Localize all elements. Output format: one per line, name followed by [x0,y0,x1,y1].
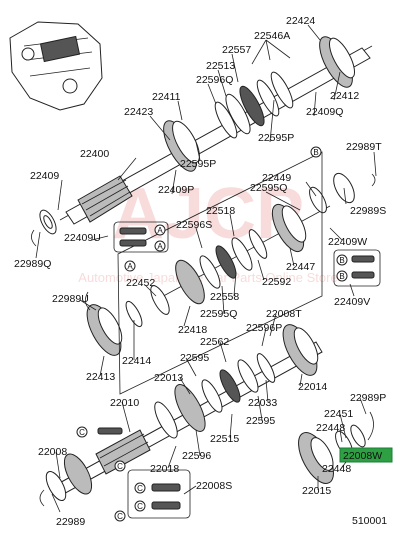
label-22595: 22595 [180,352,209,364]
label-22008: 22008 [38,446,67,458]
marker-a-3: A [127,262,133,271]
label-22400: 22400 [80,148,109,160]
label-22414: 22414 [122,355,151,367]
main-shaft-assembly [39,36,373,235]
marker-c-2: C [137,484,143,493]
marker-b-1: B [313,148,318,157]
gear-22008 [45,453,93,502]
gear-22447 [271,203,307,253]
label-22018: 22018 [150,463,179,475]
marker-b-3: B [339,272,344,281]
label-22546a: 22546A [254,30,290,42]
middle-shaft-assembly [86,172,355,356]
label-22989: 22989 [56,516,85,528]
bearing-22409-left [39,209,57,235]
label-22989u: 22989U [52,293,89,305]
input-shaft-gear-22400 [77,175,133,223]
label-22409v: 22409V [334,296,370,308]
marker-b-2: B [339,256,344,265]
marker-c-1: C [79,428,85,437]
label-22448: 22448 [316,422,345,434]
label-22513: 22513 [206,60,235,72]
label-22451: 22451 [324,408,353,420]
label-22452: 22452 [126,277,155,289]
label-22596p: 22596P [246,322,282,334]
label-22409p: 22409P [158,184,194,196]
label-22014: 22014 [298,381,327,393]
label-22595p-b: 22595P [180,158,216,170]
exploded-view-boxes [117,151,323,395]
label-22409w: 22409W [328,236,367,248]
label-22409q: 22409Q [306,106,343,118]
label-22989q: 22989Q [14,258,51,270]
marker-group-a: A A A [113,221,169,272]
label-22595q: 22595Q [250,182,287,194]
label-22515: 22515 [210,433,239,445]
part-labels: 22424 22546A 22557 22513 22596Q 22411 22… [14,15,387,528]
label-22989s: 22989S [350,205,386,217]
label-22557: 22557 [222,44,251,56]
label-22449: 22449 [262,172,291,184]
synchro-rings-upper [214,71,294,139]
gear-22412 [319,36,356,88]
label-22562: 22562 [200,336,229,348]
label-22418: 22418 [178,324,207,336]
marker-c-4: C [117,462,123,471]
leader-lines [35,24,377,513]
label-22033: 22033 [248,397,277,409]
label-22423: 22423 [124,106,153,118]
marker-group-b: B B B [310,146,381,287]
label-22592: 22592 [262,276,291,288]
label-22518: 22518 [206,205,235,217]
label-22008s: 22008S [196,480,232,492]
gear-22411 [163,120,200,172]
marker-a-2: A [157,242,163,251]
snap-rings [31,173,376,507]
label-22013: 22013 [154,372,183,384]
gear-22014 [282,324,319,376]
label-22595p: 22595P [258,132,294,144]
label-22447: 22447 [286,261,315,273]
transmission-case-thumbnail [9,21,103,111]
label-22409u: 22409U [64,232,101,244]
label-22596q: 22596Q [196,74,233,86]
diagram-code: 510001 [352,515,387,527]
label-22411: 22411 [152,91,181,103]
label-22424: 22424 [286,15,315,27]
label-22413: 22413 [86,371,115,383]
label-22558: 22558 [210,291,239,303]
countershaft-assembly [45,324,366,502]
label-22412: 22412 [330,90,359,102]
label-22008t: 22008T [266,308,302,320]
label-22989p: 22989P [350,392,386,404]
label-22448-b: 22448 [322,463,351,475]
marker-c-3: C [137,502,143,511]
label-22595-b: 22595 [246,415,275,427]
label-22010: 22010 [110,397,139,409]
marker-group-c: C C C C C [76,426,191,522]
gear-22413 [86,304,123,356]
label-22989t: 22989T [346,141,382,153]
highlight-box-22008w [339,447,393,463]
countershaft-gear-22010 [95,429,151,475]
label-22409: 22409 [30,170,59,182]
marker-a-1: A [157,226,163,235]
label-22015: 22015 [302,485,331,497]
label-22596s: 22596S [176,219,212,231]
marker-c-5: C [117,512,123,521]
gear-22418 [175,259,205,305]
label-22008w[interactable]: 22008W [343,450,382,462]
label-22595q-b: 22595Q [200,308,237,320]
label-22596: 22596 [182,450,211,462]
